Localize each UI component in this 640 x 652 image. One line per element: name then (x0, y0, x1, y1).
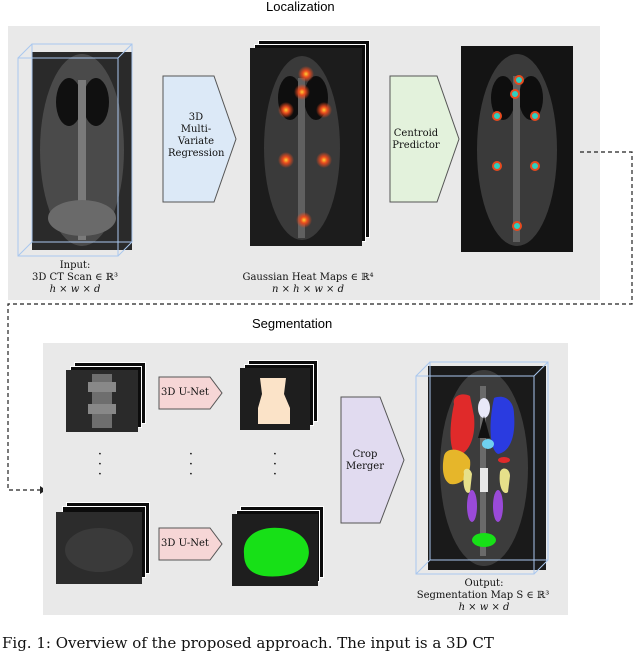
output-label-2: Segmentation Map S ∈ ℝ³ (416, 590, 550, 601)
heatmap-front (250, 48, 362, 246)
ellipsis-segs: ··· (272, 447, 278, 482)
localization-title: Localization (266, 0, 335, 14)
regression-label: 3D Multi- Variate Regression (168, 112, 225, 159)
ellipsis-crops: ··· (97, 447, 103, 482)
segmentation-title: Segmentation (252, 316, 333, 331)
seg-crop-bottom-front (232, 514, 318, 586)
crop-bottom-front (56, 512, 142, 584)
unet-bottom-block (158, 527, 223, 561)
output-segmentation-volume (415, 361, 549, 575)
regression-block (162, 75, 237, 203)
input-label-3: h × w × d (49, 284, 101, 295)
figure-caption: Fig. 1: Overview of the proposed approac… (2, 634, 494, 652)
crop-merger-block (340, 396, 405, 524)
crop-merger-label: Crop Merger (345, 449, 385, 472)
heatmaps-label-2: n × h × w × d (271, 284, 345, 295)
centroid-predictor-block (389, 75, 460, 203)
seg-crop-top-front (240, 368, 310, 430)
unet-top-label: 3D U-Net (161, 387, 209, 398)
ellipsis-unet: ··· (188, 447, 194, 482)
crop-top-front (66, 370, 138, 432)
input-label-2: 3D CT Scan ∈ ℝ³ (32, 272, 118, 283)
centroid-label: Centroid Predictor (392, 128, 440, 151)
unet-bottom-label: 3D U-Net (161, 538, 209, 549)
centroid-scan (461, 46, 573, 252)
input-ct-volume (17, 43, 133, 257)
unet-top-block (158, 376, 223, 410)
output-label-3: h × w × d (458, 602, 510, 613)
input-label-1: Input: (59, 260, 91, 271)
heatmaps-label-1: Gaussian Heat Maps ∈ ℝ⁴ (242, 272, 374, 283)
output-label-1: Output: (464, 578, 504, 589)
